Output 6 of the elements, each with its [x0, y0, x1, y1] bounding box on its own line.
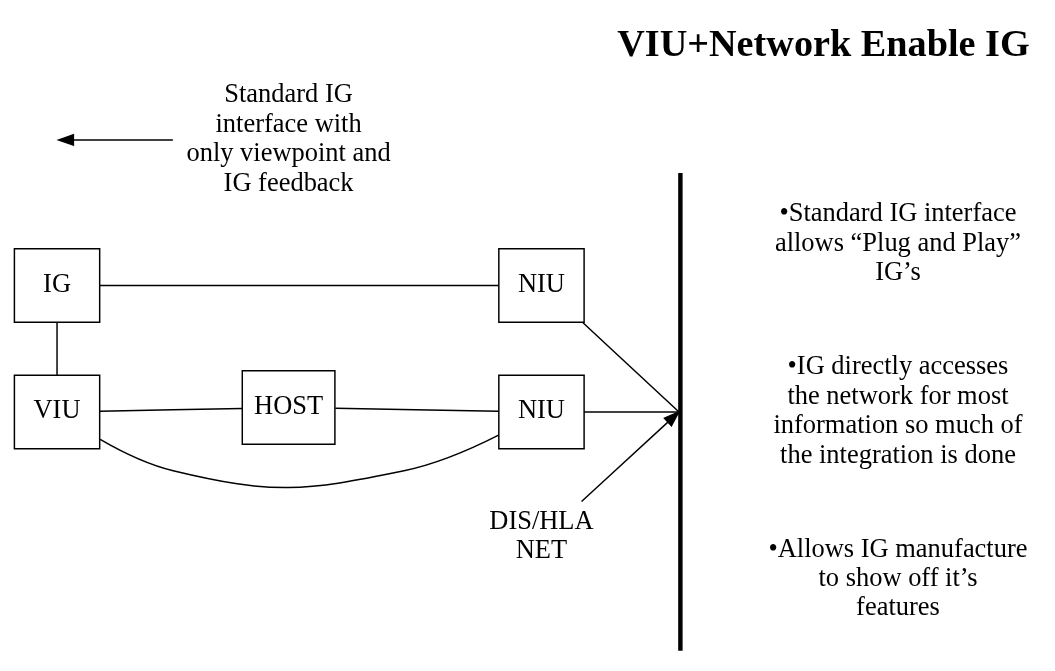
- diagram-title: VIU+Network Enable IG: [617, 21, 1030, 64]
- label: •IG directly accesses the network for most information so much of the integration is done: [773, 350, 1023, 469]
- label: •Standard IG interface allows “Plug and Play” IG’s: [774, 197, 1022, 287]
- label: •Allows IG manufacture to show off it’s features: [768, 532, 1028, 622]
- node-text: DIS/HLA NET: [489, 504, 594, 565]
- node-text: Standard IG interface with only viewpoint and IG feedback: [186, 78, 391, 197]
